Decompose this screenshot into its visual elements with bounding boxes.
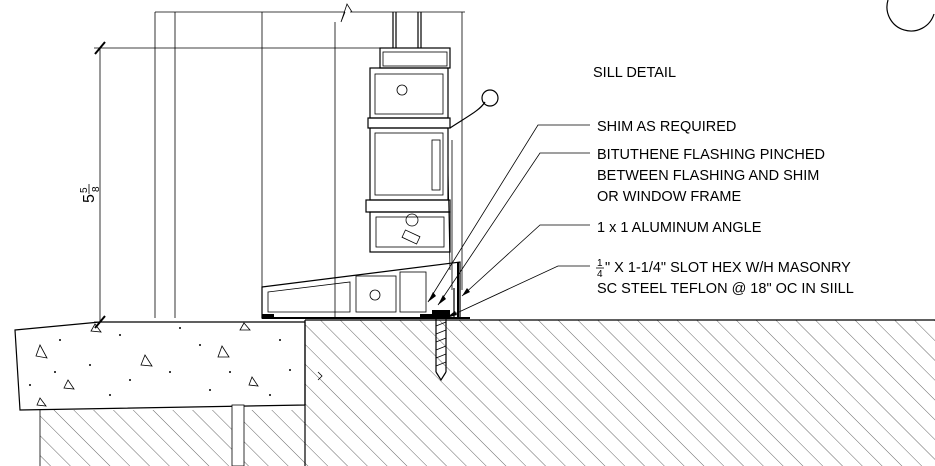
callout-flashing-line1: BITUTHENE FLASHING PINCHED <box>597 147 825 163</box>
masonry-anchor <box>432 310 450 382</box>
sill-subframe <box>261 261 461 319</box>
callout-screw-frac-num: 1 <box>597 258 603 269</box>
callout-screw-line1: " X 1-1/4" SLOT HEX W/H MASONRY <box>605 260 851 276</box>
callout-screw-line2: SC STEEL TEFLON @ 18" OC IN SIILL <box>597 281 854 297</box>
dimension-whole: 5 <box>81 194 98 203</box>
callout-screw-frac-den: 4 <box>597 269 603 280</box>
dimension-frac-den: 8 <box>91 186 102 192</box>
wall-lines <box>154 3 465 318</box>
detail-marker-circle <box>886 0 935 32</box>
dimension-frac-num: 5 <box>79 187 90 193</box>
concrete-sill <box>14 321 323 411</box>
callout-flashing-line2: BETWEEN FLASHING AND SHIM <box>597 168 819 184</box>
masonry-wall <box>39 319 935 466</box>
callout-shim: SHIM AS REQUIRED <box>597 119 736 135</box>
detail-title: SILL DETAIL <box>593 65 676 81</box>
height-dimension: 5 5 8 <box>79 41 155 329</box>
callout-flashing-line3: OR WINDOW FRAME <box>597 189 742 205</box>
leader-lines <box>427 124 590 319</box>
window-frame <box>365 12 499 290</box>
callout-angle: 1 x 1 ALUMINUM ANGLE <box>597 220 762 236</box>
